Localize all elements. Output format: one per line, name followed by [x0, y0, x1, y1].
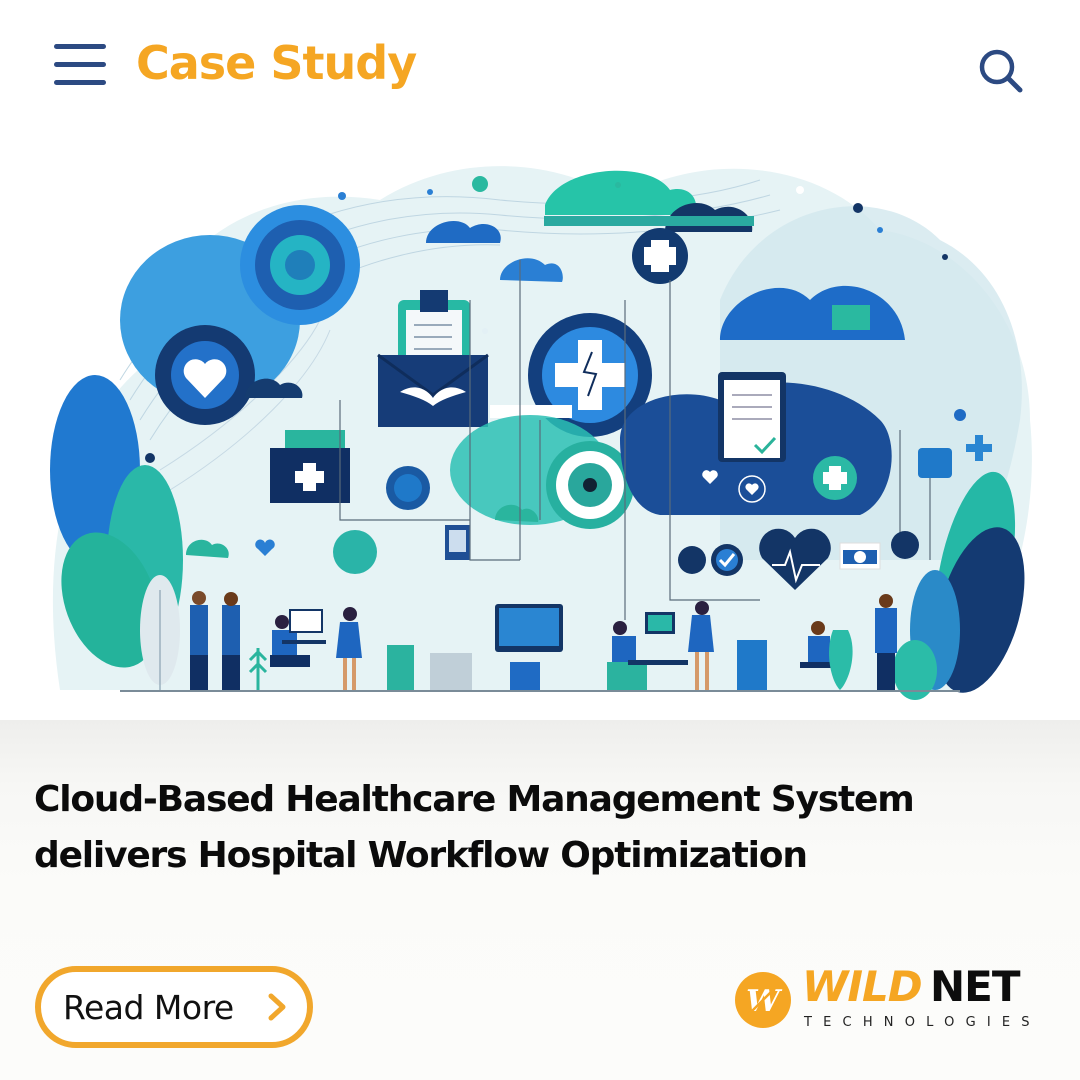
top-header: Case Study	[0, 0, 1080, 132]
page-title: Case Study	[136, 36, 417, 90]
wildnet-w-icon: W	[734, 971, 792, 1029]
menu-bar	[54, 62, 106, 67]
brand-tagline: TECHNOLOGIES	[804, 1015, 1041, 1030]
brand-name-net: NET	[930, 962, 1020, 1011]
read-more-button[interactable]: Read More	[35, 966, 313, 1048]
svg-text:W: W	[746, 984, 783, 1019]
menu-bar	[54, 80, 106, 85]
headline-line-1: Cloud-Based Healthcare Management System	[34, 779, 915, 820]
hamburger-menu-icon[interactable]	[54, 44, 108, 86]
brand-name-wild: WILD	[802, 962, 923, 1011]
chevron-right-icon	[265, 992, 289, 1022]
wildnet-logo: W WILD NET TECHNOLOGIES	[734, 962, 1044, 1038]
read-more-label: Read More	[63, 987, 234, 1027]
search-icon[interactable]	[970, 40, 1030, 100]
people-group	[190, 591, 897, 690]
headline-line-2: delivers Hospital Workflow Optimization	[34, 835, 808, 876]
hero-illustration	[0, 132, 1080, 720]
menu-bar	[54, 44, 106, 49]
article-headline: Cloud-Based Healthcare Management System…	[34, 772, 1044, 884]
